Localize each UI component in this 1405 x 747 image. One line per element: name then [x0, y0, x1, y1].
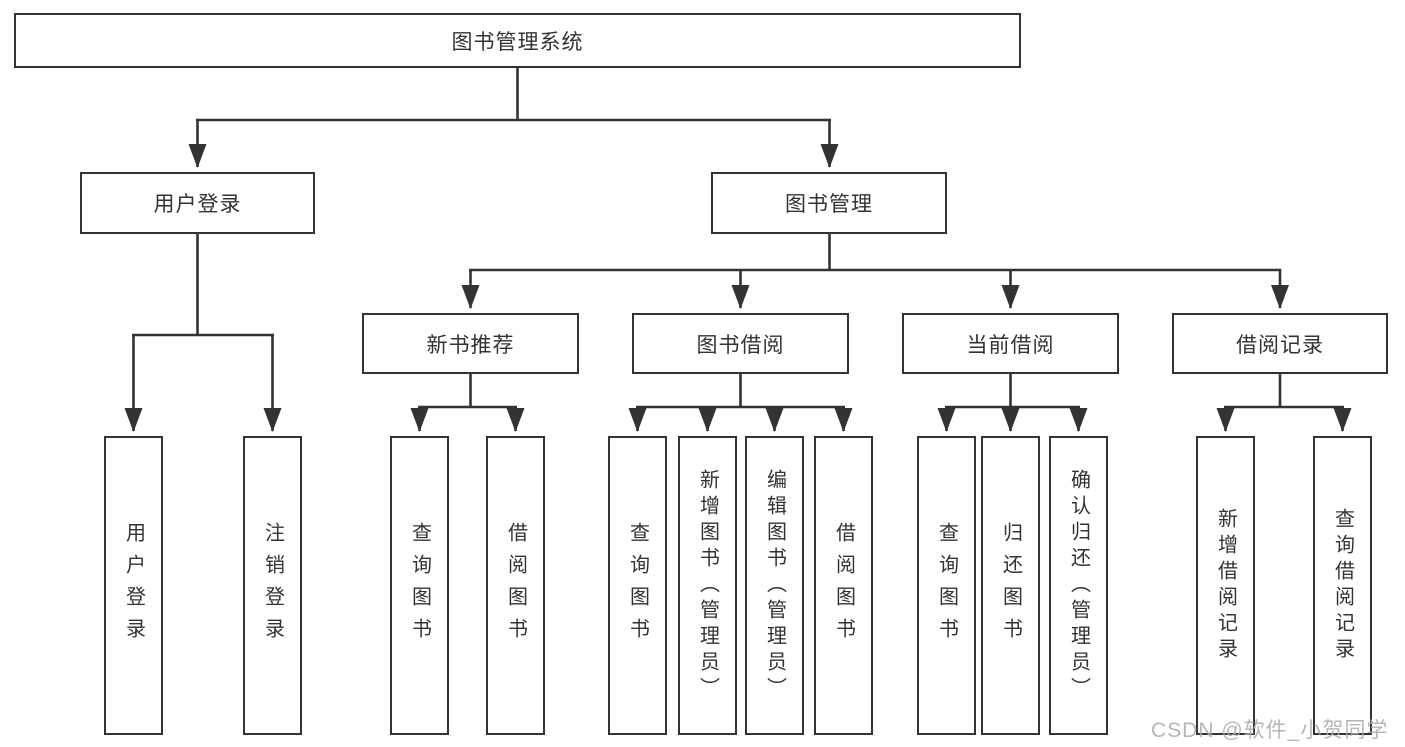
csdn-watermark: CSDN @软件_小贺同学: [1151, 719, 1389, 742]
node-root: 图书管理系统: [14, 13, 1021, 68]
leaf-cb-return-books-label: 归还图书: [999, 521, 1022, 650]
leaf-br-query-record-label: 查询借阅记录: [1331, 507, 1354, 664]
leaf-bb-edit-books-admin-label: 编辑图书（管理员）: [763, 468, 786, 703]
leaf-bb-borrow-books: 借阅图书: [814, 436, 873, 735]
leaf-logout: 注销登录: [243, 436, 302, 735]
node-current-borrow: 当前借阅: [902, 313, 1119, 374]
leaf-br-query-record: 查询借阅记录: [1313, 436, 1372, 735]
leaf-cb-return-books: 归还图书: [981, 436, 1040, 735]
leaf-br-add-record: 新增借阅记录: [1196, 436, 1255, 735]
leaf-bb-edit-books-admin: 编辑图书（管理员）: [745, 436, 804, 735]
node-root-label: 图书管理系统: [451, 30, 584, 54]
leaf-bb-add-books-admin: 新增图书（管理员）: [678, 436, 737, 735]
node-borrow-records-label: 借阅记录: [1236, 333, 1324, 357]
leaf-cb-query-books-label: 查询图书: [935, 521, 958, 650]
leaf-nbr-query-books-label: 查询图书: [408, 521, 431, 650]
node-new-book-recommend: 新书推荐: [362, 313, 579, 374]
node-book-management-label: 图书管理: [785, 193, 873, 216]
leaf-bb-add-books-admin-label: 新增图书（管理员）: [696, 468, 719, 703]
leaf-bb-query-books-label: 查询图书: [626, 521, 649, 650]
leaf-cb-confirm-return-admin: 确认归还（管理员）: [1049, 436, 1108, 735]
node-user-login: 用户登录: [80, 172, 315, 234]
leaf-nbr-query-books: 查询图书: [390, 436, 449, 735]
leaf-nbr-borrow-books: 借阅图书: [486, 436, 545, 735]
node-borrow-records: 借阅记录: [1172, 313, 1388, 374]
node-book-borrow: 图书借阅: [632, 313, 849, 374]
leaf-cb-confirm-return-admin-label: 确认归还（管理员）: [1067, 468, 1090, 703]
leaf-cb-query-books: 查询图书: [917, 436, 976, 735]
leaf-user-login: 用户登录: [104, 436, 163, 735]
leaf-logout-label: 注销登录: [261, 521, 284, 650]
node-new-book-recommend-label: 新书推荐: [426, 333, 515, 357]
leaf-bb-query-books: 查询图书: [608, 436, 667, 735]
node-user-login-label: 用户登录: [153, 193, 242, 216]
leaf-br-add-record-label: 新增借阅记录: [1214, 507, 1237, 664]
leaf-bb-borrow-books-label: 借阅图书: [832, 521, 855, 650]
leaf-nbr-borrow-books-label: 借阅图书: [504, 521, 527, 650]
node-book-borrow-label: 图书借阅: [696, 333, 785, 357]
node-current-borrow-label: 当前借阅: [966, 333, 1055, 357]
node-book-management: 图书管理: [711, 172, 947, 234]
leaf-user-login-label: 用户登录: [122, 521, 145, 650]
